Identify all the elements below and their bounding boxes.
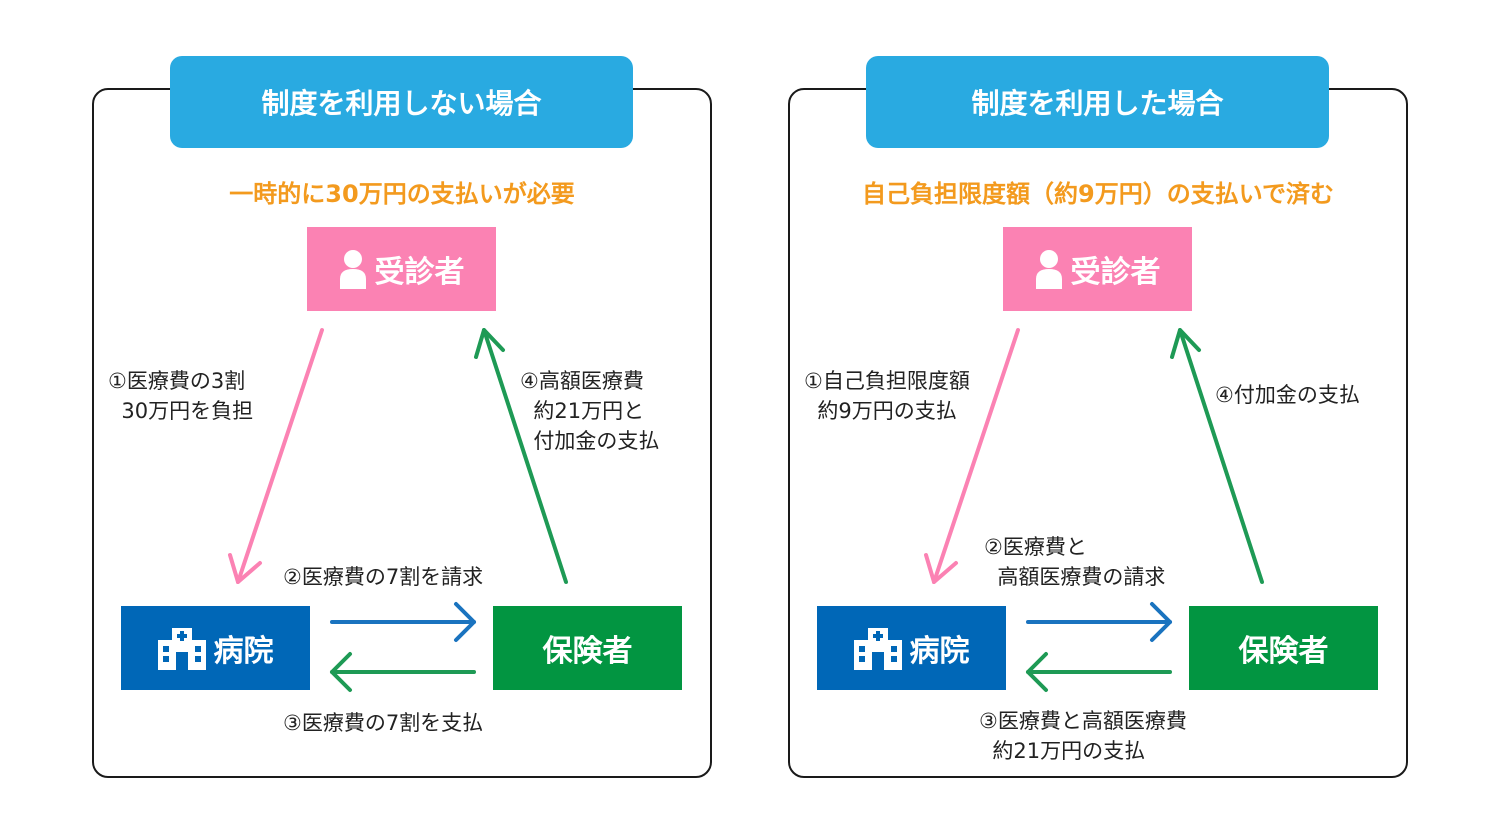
insurer-label: 保険者 xyxy=(1238,634,1329,669)
person-icon xyxy=(1035,249,1063,289)
patient-node: 受診者 xyxy=(1003,227,1192,311)
patient-to-hospital-arrow xyxy=(924,328,1020,584)
patient-to-hospital-arrow xyxy=(228,328,324,584)
step3-label: ③医療費と高額医療費 約21万円の支払 xyxy=(979,709,1187,763)
insurer-to-hospital-arrow xyxy=(330,652,476,692)
flow-arrows xyxy=(228,328,568,692)
step4-label: ④高額医療費 約21万円と 付加金の支払 xyxy=(520,369,660,453)
insurer-label: 保険者 xyxy=(542,634,633,669)
patient-label: 受診者 xyxy=(374,255,465,290)
panel-subtitle: 自己負担限度額（約9万円）の支払いで済む xyxy=(862,180,1334,208)
step2-label: ②医療費の7割を請求 xyxy=(283,565,484,589)
panel-subtitle: 一時的に30万円の支払いが必要 xyxy=(229,180,575,208)
person-icon xyxy=(339,249,367,289)
insurer-node: 保険者 xyxy=(493,606,682,690)
insurer-node: 保険者 xyxy=(1189,606,1378,690)
hospital-label: 病院 xyxy=(909,634,970,669)
step3-label: ③医療費の7割を支払 xyxy=(283,711,484,735)
hospital-node: 病院 xyxy=(817,606,1006,690)
panel-header: 制度を利用しない場合 xyxy=(170,56,633,148)
insurer-to-hospital-arrow xyxy=(1026,652,1172,692)
panel-header: 制度を利用した場合 xyxy=(866,56,1329,148)
flow-arrows xyxy=(924,328,1264,692)
panel-without-system: 制度を利用しない場合 一時的に30万円の支払いが必要 受診者 病院 保険者 ①医… xyxy=(0,0,720,833)
hospital-to-insurer-arrow xyxy=(1026,602,1172,642)
insurer-to-patient-arrow xyxy=(474,328,568,584)
hospital-to-insurer-arrow xyxy=(330,602,476,642)
insurer-to-patient-arrow xyxy=(1170,328,1264,584)
step1-label: ①医療費の3割 30万円を負担 xyxy=(108,369,254,423)
patient-node: 受診者 xyxy=(307,227,496,311)
hospital-building-icon xyxy=(853,626,902,670)
hospital-label: 病院 xyxy=(213,634,274,669)
step2-label: ②医療費と 高額医療費の請求 xyxy=(984,535,1166,589)
step4-label: ④付加金の支払 xyxy=(1215,383,1360,407)
step1-label: ①自己負担限度額 約9万円の支払 xyxy=(804,369,970,423)
panel-with-system: 制度を利用した場合 自己負担限度額（約9万円）の支払いで済む 受診者 病院 保険… xyxy=(696,0,1416,833)
patient-label: 受診者 xyxy=(1070,255,1161,290)
hospital-building-icon xyxy=(157,626,206,670)
hospital-node: 病院 xyxy=(121,606,310,690)
